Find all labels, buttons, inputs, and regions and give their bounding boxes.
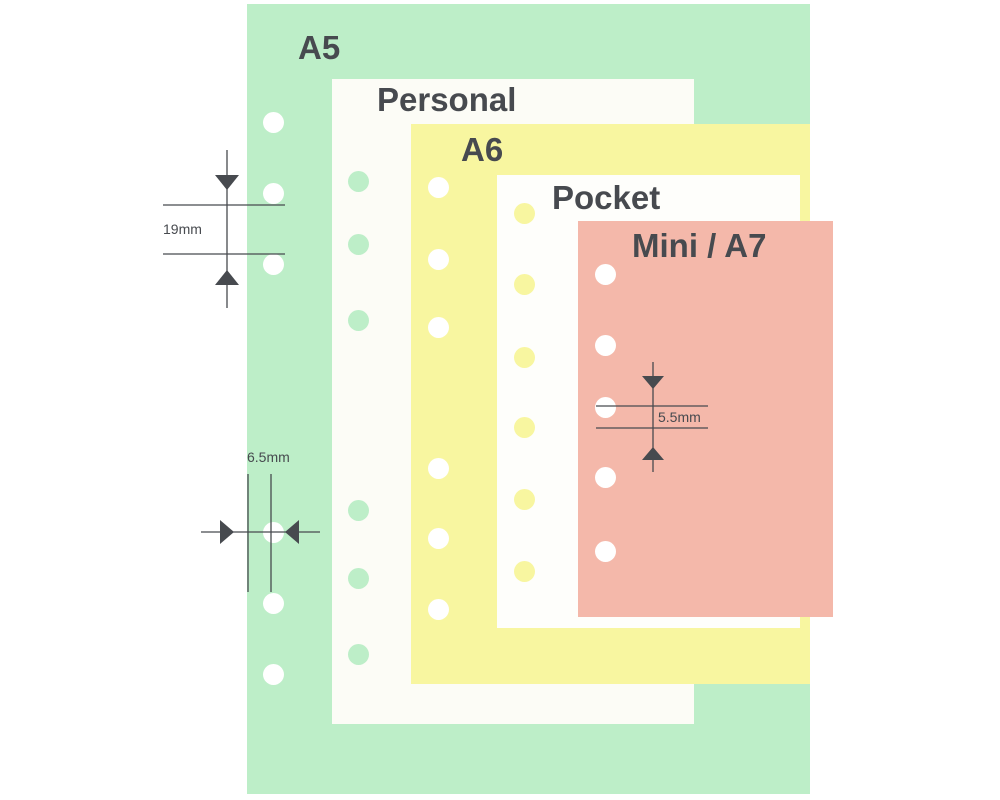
punch-hole bbox=[513, 488, 535, 510]
punch-hole bbox=[262, 111, 284, 133]
punch-hole bbox=[513, 346, 535, 368]
arrow-left-icon bbox=[285, 520, 299, 544]
punch-hole bbox=[262, 663, 284, 685]
punch-hole bbox=[427, 316, 449, 338]
punch-hole bbox=[594, 396, 616, 418]
hole-diameter-label: 5.5mm bbox=[658, 409, 701, 425]
punch-hole bbox=[427, 527, 449, 549]
hole-width-label: 6.5mm bbox=[247, 449, 290, 465]
sheet-label-pocket: Pocket bbox=[552, 179, 661, 216]
punch-hole bbox=[347, 309, 369, 331]
hole-spacing-label: 19mm bbox=[163, 221, 202, 237]
hole-width-dimension bbox=[201, 474, 320, 592]
punch-hole bbox=[347, 567, 369, 589]
sheet-label-personal: Personal bbox=[377, 81, 517, 118]
arrow-right-icon bbox=[220, 520, 234, 544]
punch-hole bbox=[262, 592, 284, 614]
arrow-up-icon bbox=[642, 447, 664, 460]
punch-hole bbox=[347, 233, 369, 255]
punch-hole bbox=[513, 202, 535, 224]
punch-hole bbox=[594, 540, 616, 562]
arrow-down-icon bbox=[642, 376, 664, 389]
punch-hole bbox=[427, 598, 449, 620]
punch-hole bbox=[262, 182, 284, 204]
punch-hole bbox=[262, 253, 284, 275]
sheet-label-a6: A6 bbox=[461, 131, 504, 168]
sheet-label-a5: A5 bbox=[298, 29, 341, 66]
punch-hole bbox=[594, 263, 616, 285]
punch-hole bbox=[427, 248, 449, 270]
sheet-label-mini: Mini / A7 bbox=[632, 227, 767, 264]
punch-hole bbox=[513, 273, 535, 295]
arrow-down-icon bbox=[215, 175, 239, 190]
punch-hole bbox=[513, 560, 535, 582]
punch-hole bbox=[347, 170, 369, 192]
punch-hole bbox=[427, 457, 449, 479]
punch-hole bbox=[427, 176, 449, 198]
punch-hole bbox=[594, 334, 616, 356]
arrow-up-icon bbox=[215, 270, 239, 285]
sheet-mini: Mini / A7 bbox=[578, 221, 833, 617]
punch-hole bbox=[594, 466, 616, 488]
punch-hole bbox=[513, 416, 535, 438]
punch-hole bbox=[347, 643, 369, 665]
punch-hole bbox=[347, 499, 369, 521]
